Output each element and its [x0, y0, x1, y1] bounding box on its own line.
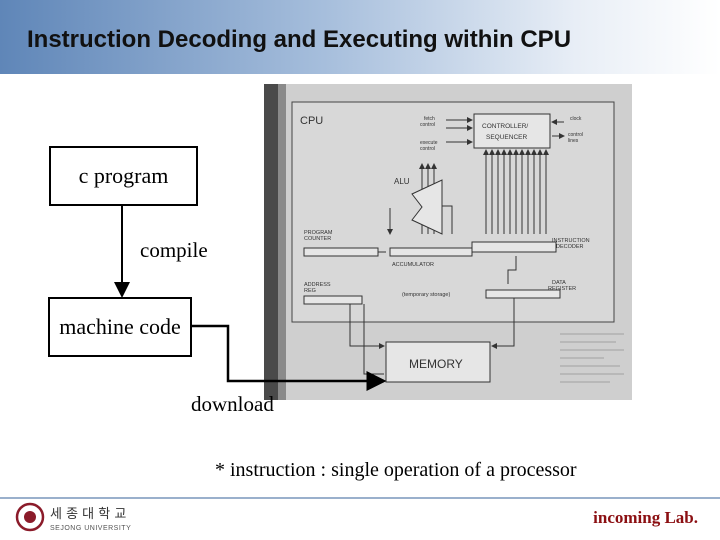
scan-edge-shade [278, 84, 286, 400]
alu-shape [411, 179, 443, 235]
machine-code-label: machine code [59, 314, 181, 339]
clock-label: clock [570, 116, 582, 122]
university-english-name: SEJONG UNIVERSITY [50, 525, 131, 532]
sejong-university-logo: 세 종 대 학 교 SEJONG UNIVERSITY [15, 502, 131, 532]
memory-label: MEMORY [409, 357, 463, 371]
download-label: download [191, 392, 274, 416]
alu-label: ALU [394, 177, 410, 186]
footer-divider [0, 497, 720, 499]
cpu-label: CPU [300, 115, 323, 127]
controller-sequencer-block [473, 113, 551, 149]
accumulator-label: ACCUMULATOR [392, 262, 434, 268]
program-counter-register [303, 247, 379, 257]
emblem-icon [15, 502, 45, 532]
memory-block [385, 341, 491, 383]
accumulator-register [389, 247, 473, 257]
temporary-storage-label: (temporary storage) [402, 292, 450, 298]
data-register [485, 289, 561, 299]
compile-label: compile [140, 238, 208, 262]
controller-label-line1: CONTROLLER/ [482, 123, 528, 130]
title-bar [0, 0, 720, 74]
page-title: Instruction Decoding and Executing withi… [27, 26, 572, 53]
c-program-label: c program [78, 163, 169, 188]
address-register [303, 295, 363, 305]
instruction-note: * instruction : single operation of a pr… [215, 459, 577, 481]
instruction-register [471, 241, 557, 253]
university-korean-name: 세 종 대 학 교 [50, 507, 126, 522]
lab-name: incoming Lab. [593, 508, 698, 527]
controller-label-line2: SEQUENCER [486, 134, 527, 141]
c-program-box: c program [49, 146, 198, 206]
scan-left-edge [264, 84, 278, 400]
machine-code-box: machine code [48, 297, 192, 357]
